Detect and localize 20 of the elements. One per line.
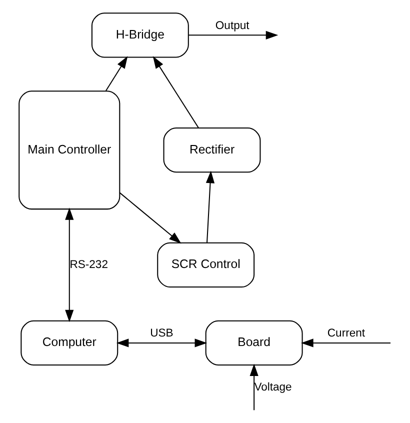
edge-label: USB [150,327,174,340]
arrow [250,363,258,410]
node-box: Board [205,320,303,366]
arrow [106,56,128,91]
arrow [206,170,215,242]
edge-label: Output [215,19,250,32]
node-box: H-Bridge [91,12,189,58]
node-box: Main Controller [18,90,120,210]
arrow [65,207,74,322]
arrow [119,192,182,244]
arrow [116,338,208,347]
arrow [301,338,391,347]
edge-label: RS-232 [70,258,108,270]
edge-label: Voltage [254,380,292,393]
arrow [152,56,199,128]
arrow [188,30,278,39]
edge-label: Current [327,327,366,340]
node-box: Rectifier [163,127,261,172]
node-box: Computer [20,320,118,366]
node-box: SCR Control [157,242,255,288]
